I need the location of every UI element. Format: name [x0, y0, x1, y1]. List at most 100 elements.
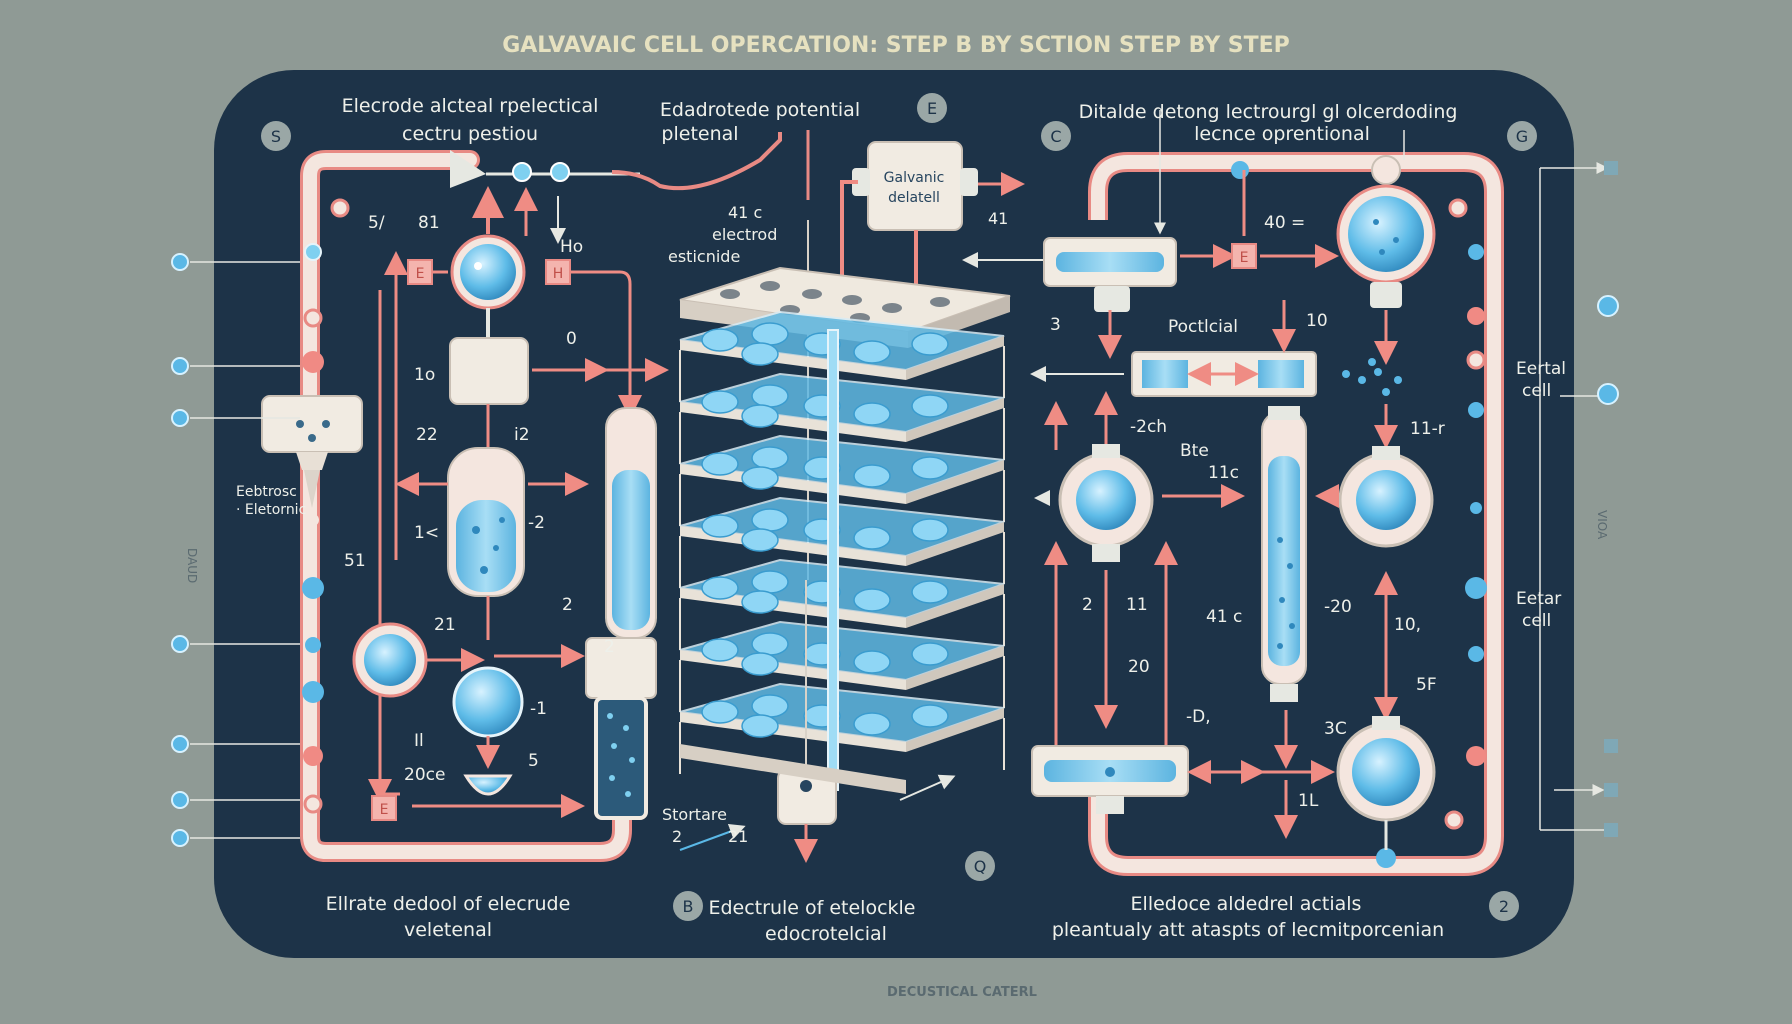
right-num-17: 1L — [1298, 791, 1319, 811]
center-bottom-caption-line1: Edectrule of etelockle — [708, 897, 915, 919]
right-side-label-1-line2: cell — [1522, 381, 1551, 401]
right-caption-line1: Ditalde detong lectrourgl gl olcerdoding — [1079, 101, 1458, 123]
page-title: GALVAVAIC CELL OPERCATION: STEP B BY SCT… — [502, 33, 1290, 58]
right-num-8: 2 — [1082, 595, 1093, 615]
margin-dot-icon — [171, 409, 189, 427]
right-num-4: -2ch — [1130, 417, 1167, 437]
right-num-9: 11 — [1126, 595, 1148, 615]
margin-dot-icon — [1597, 383, 1619, 405]
right-num-6: 11c — [1208, 463, 1239, 483]
left-caption-line2: cectru pestiou — [402, 123, 538, 145]
margin-dot-icon — [171, 357, 189, 375]
left-bottom-caption-line2: veletenal — [404, 919, 492, 941]
badge-bottom-center-b: B — [683, 897, 694, 916]
left-num-12: 21 — [434, 615, 456, 635]
storage-num-2: 21 — [728, 827, 748, 846]
right-caption-line2: lecnce oprentional — [1194, 123, 1370, 145]
badge-bottom-center-q: Q — [974, 857, 987, 876]
left-num-11: 51 — [344, 551, 366, 571]
left-num-3: Ho — [560, 237, 583, 257]
left-side-label-line2: · Eletornic — [236, 502, 306, 518]
right-num-2: 3 — [1050, 315, 1061, 335]
right-num-5: Bte — [1180, 441, 1209, 461]
right-side-label-2-line2: cell — [1522, 611, 1551, 631]
right-num-3: 10 — [1306, 311, 1328, 331]
left-side-label-line1: Eebtrosc — [236, 484, 297, 500]
right-num-13: 10, — [1394, 615, 1421, 635]
stacked-electrolytic-cell — [679, 266, 1011, 863]
center-section: Galvanic delatell Edadroted — [660, 99, 1084, 945]
margin-marker-icon — [1604, 161, 1618, 175]
right-side-label-1-line1: Eertal — [1516, 359, 1566, 379]
left-num-15: 2 — [604, 637, 615, 657]
left-num-16: Il — [414, 731, 424, 751]
right-potential-label: Poctlcial — [1168, 317, 1238, 337]
badge-top-left: S — [271, 127, 281, 146]
margin-dot-icon — [1597, 295, 1619, 317]
left-margin-pointers — [171, 253, 300, 847]
right-bottom-caption-line1: Elledoce aldedrel actials — [1131, 893, 1362, 915]
right-margin-pointers — [1597, 161, 1619, 837]
margin-marker-icon — [1604, 783, 1618, 797]
badge-top-center: E — [927, 99, 937, 118]
left-bottom-caption-line1: Ellrate dedool of elecrude — [326, 893, 571, 915]
right-num-1: 40 = — [1264, 213, 1305, 233]
left-num-5: 1o — [414, 365, 435, 385]
right-num-12: -20 — [1324, 597, 1352, 617]
right-margin-mark: VIOA — [1595, 510, 1609, 540]
cell-layer — [679, 620, 1005, 712]
margin-dot-icon — [171, 791, 189, 809]
margin-marker-icon — [1604, 823, 1618, 837]
right-num-7: 11-r — [1410, 419, 1445, 439]
storage-num-1: 2 — [672, 827, 682, 846]
left-num-17: 20ce — [404, 765, 445, 785]
right-num-10: 20 — [1128, 657, 1150, 677]
left-num-6: 22 — [416, 425, 438, 445]
left-num-7: i2 — [514, 425, 530, 445]
electrode-label-line2: electrod — [712, 225, 777, 244]
margin-dot-icon — [171, 735, 189, 753]
badges: S E C G B Q 2 — [261, 93, 1537, 921]
storage-label: Stortare — [662, 805, 727, 824]
center-caption-line2: pletenal — [661, 123, 738, 145]
left-num-4: 0 — [566, 329, 577, 349]
right-box-label-e: E — [1240, 250, 1249, 266]
electrode-label-line1: 41 c — [728, 203, 762, 222]
right-bottom-caption-line2: pleantualy att ataspts of lecmitporcenia… — [1052, 919, 1444, 941]
left-box-label-bottom: E — [380, 802, 389, 818]
right-num-16: 3C — [1324, 719, 1347, 739]
left-num-9: -2 — [528, 513, 545, 533]
margin-dot-icon — [171, 635, 189, 653]
badge-top-right-c: C — [1050, 127, 1061, 146]
left-margin-mark: DAUD — [185, 548, 199, 583]
cell-layer — [679, 434, 1005, 526]
center-caption-line1: Edadrotede potential — [660, 99, 860, 121]
left-num-1: 5/ — [368, 213, 385, 233]
margin-dot-icon — [171, 829, 189, 847]
galvanic-cell-label-line1: Galvanic — [884, 170, 945, 186]
right-num-11: 41 c — [1206, 607, 1242, 627]
right-num-15: -D, — [1186, 707, 1211, 727]
right-num-14: 5F — [1416, 675, 1437, 695]
left-num-2: 81 — [418, 213, 440, 233]
galvanic-cell-label-line2: delatell — [888, 190, 940, 206]
left-num-8: 1< — [414, 523, 439, 543]
margin-dot-icon — [171, 253, 189, 271]
left-num-10: 2 — [562, 595, 573, 615]
electrode-label-line3: esticnide — [668, 247, 740, 266]
right-side-label-2-line1: Eetar — [1516, 589, 1561, 609]
right-section: E — [1030, 101, 1609, 941]
left-box-label-h: H — [553, 266, 564, 282]
left-caption-line1: Elecrode alcteal rpelectical — [342, 95, 599, 117]
margin-marker-icon — [1604, 739, 1618, 753]
badge-top-far-right: G — [1516, 127, 1528, 146]
badge-bottom-right-2: 2 — [1499, 897, 1509, 916]
footer-caption: DECUSTICAL CATERL — [887, 985, 1037, 1000]
left-num-14: 5 — [528, 751, 539, 771]
cell-layer — [679, 496, 1005, 588]
left-box-label-e: E — [416, 266, 425, 282]
center-right-number: 41 — [988, 209, 1008, 228]
center-bottom-caption-line2: edocrotelcial — [765, 923, 887, 945]
left-section: E H E Elecrode alc — [236, 95, 782, 941]
